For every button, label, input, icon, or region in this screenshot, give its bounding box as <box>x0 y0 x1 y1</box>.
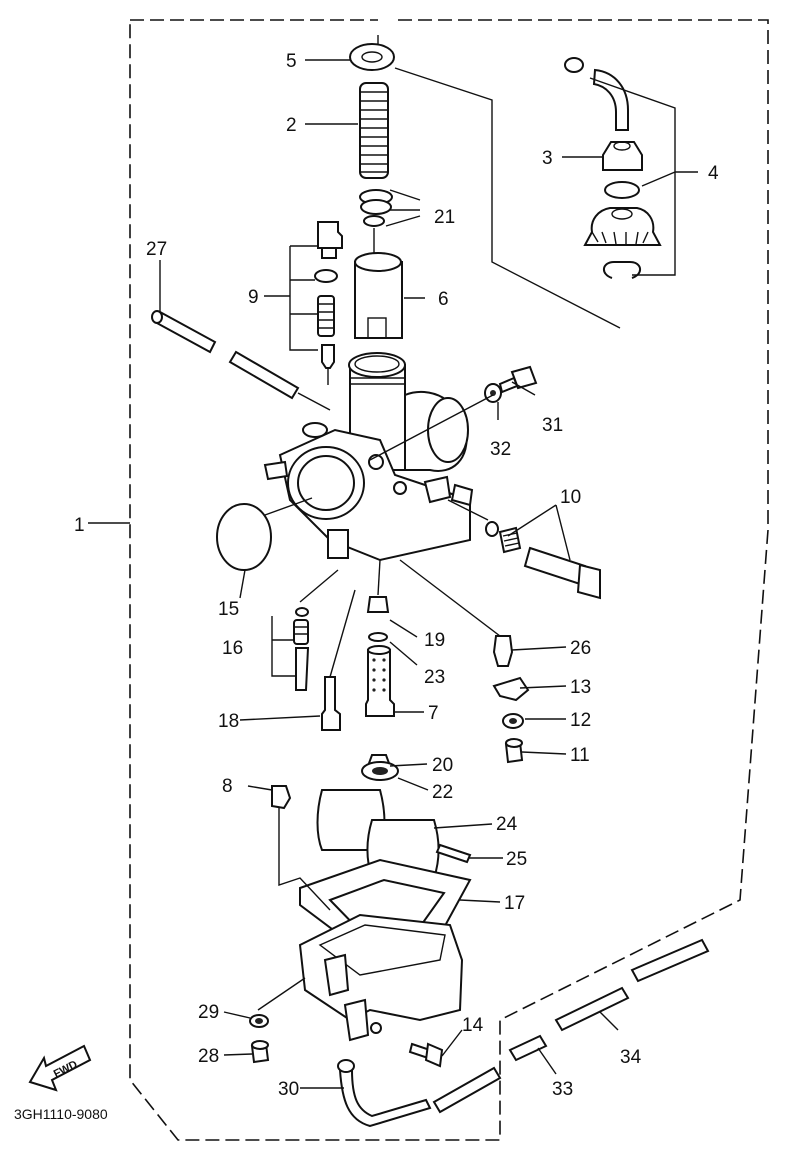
circlip-4 <box>603 261 641 279</box>
assembly-boundary <box>129 19 769 1141</box>
callout-21: 21 <box>434 207 455 228</box>
needle-clip-21 <box>359 189 393 255</box>
needle-jet-holder-19 <box>366 596 390 642</box>
starter-plunger-9 <box>314 221 343 385</box>
throttle-stop-screw-26 <box>492 635 514 667</box>
callout-13: 13 <box>570 677 591 698</box>
pilot-screw-16 <box>293 607 310 691</box>
throttle-spring-2 <box>359 82 389 179</box>
callout-4: 4 <box>708 163 719 184</box>
o-ring-15 <box>216 503 272 571</box>
callout-16: 16 <box>222 638 243 659</box>
callout-14: 14 <box>462 1015 484 1036</box>
callout-8: 8 <box>222 776 233 797</box>
carburetor-body <box>263 352 474 562</box>
fitting-33 <box>508 1034 548 1062</box>
plate-13 <box>492 676 530 702</box>
callout-15: 15 <box>218 599 239 620</box>
washer-22 <box>361 761 399 781</box>
float-pin-25 <box>435 843 472 864</box>
leader-lines <box>88 59 698 1089</box>
callout-11: 11 <box>570 745 590 766</box>
fwd-arrow-icon: FWD <box>28 1044 92 1092</box>
callout-28: 28 <box>198 1046 219 1067</box>
cable-adjuster-4 <box>564 57 629 131</box>
air-screw-set-10 <box>485 521 601 600</box>
throttle-valve-6 <box>354 252 403 339</box>
callout-18: 18 <box>218 711 239 732</box>
washer-29 <box>249 1014 269 1028</box>
callout-27: 27 <box>146 239 167 260</box>
pilot-jet-18 <box>321 676 341 731</box>
screw-14 <box>408 1042 444 1068</box>
cap-washer-5 <box>349 35 395 71</box>
callout-25: 25 <box>506 849 527 870</box>
callout-20: 20 <box>432 755 453 776</box>
callout-10: 10 <box>560 487 581 508</box>
screw-28 <box>250 1040 270 1064</box>
callout-22: 22 <box>432 782 453 803</box>
callout-19: 19 <box>424 630 445 651</box>
callout-9: 9 <box>248 287 259 308</box>
needle-jet-7 <box>365 645 395 717</box>
screw-11 <box>504 738 524 764</box>
drain-plug-8 <box>271 785 292 810</box>
float-bowl <box>298 913 464 1042</box>
float-24 <box>316 789 440 879</box>
callout-1: 1 <box>74 515 85 536</box>
drain-hose-30 <box>337 1059 502 1128</box>
callout-2: 2 <box>286 115 297 136</box>
diagram-code: 3GH1110-9080 <box>14 1106 108 1122</box>
washer-32 <box>484 383 502 403</box>
callout-30: 30 <box>278 1079 299 1100</box>
callout-31: 31 <box>542 415 563 436</box>
vent-hose-34 <box>554 938 710 1032</box>
callout-26: 26 <box>570 638 591 659</box>
callout-33: 33 <box>552 1079 573 1100</box>
washer-12 <box>502 713 524 729</box>
callout-34: 34 <box>620 1047 642 1068</box>
washer-4 <box>604 181 640 199</box>
callout-29: 29 <box>198 1002 219 1023</box>
cap-nut-3 <box>602 141 643 171</box>
callout-5: 5 <box>286 51 297 72</box>
callout-17: 17 <box>504 893 525 914</box>
mixing-chamber-top <box>583 207 662 246</box>
callout-12: 12 <box>570 710 591 731</box>
callout-24: 24 <box>496 814 518 835</box>
overflow-hose-27 <box>151 310 331 411</box>
screw-31 <box>498 365 538 394</box>
callout-23: 23 <box>424 667 445 688</box>
callout-labels: 1 2 3 4 5 6 7 8 9 10 11 12 13 14 15 16 1… <box>74 51 719 1100</box>
callout-3: 3 <box>542 148 553 169</box>
callout-32: 32 <box>490 439 511 460</box>
callout-7: 7 <box>428 703 439 724</box>
callout-6: 6 <box>438 289 449 310</box>
